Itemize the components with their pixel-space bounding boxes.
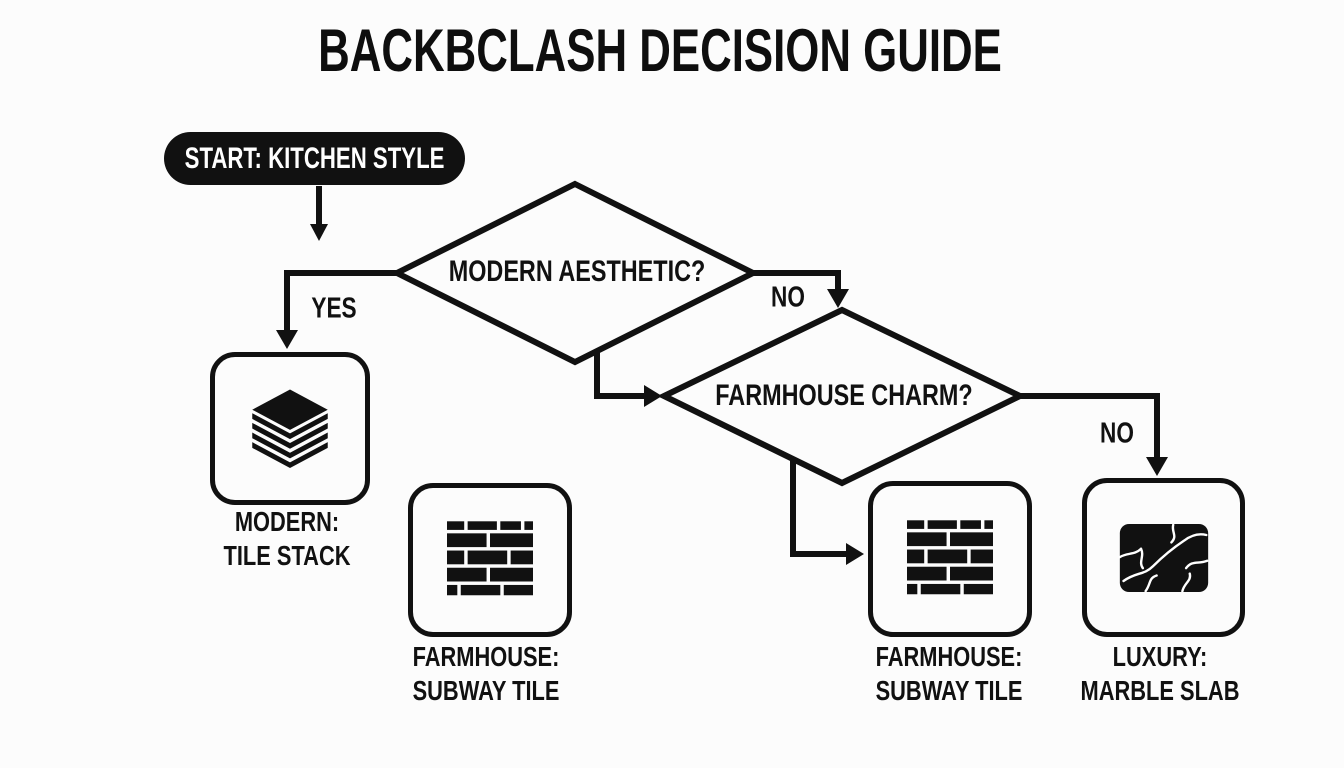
start-node: START: KITCHEN STYLE	[164, 132, 465, 185]
outcome-label-luxury: LUXURY: MARBLE SLAB	[1081, 640, 1240, 708]
start-node-label: START: KITCHEN STYLE	[184, 141, 445, 175]
branch-label-no-farmhouse: NO	[1100, 417, 1134, 450]
outcome-label-farmhouse-right: FARMHOUSE: SUBWAY TILE	[876, 640, 1023, 708]
outcome-label-modern-line2: TILE STACK	[223, 540, 351, 571]
subway-tile-icon	[907, 520, 993, 595]
outcome-label-modern-line1: MODERN:	[234, 506, 340, 537]
outcome-label-farmhouse-right-line1: FARMHOUSE:	[875, 641, 1023, 672]
outcome-box-modern-tile-stack	[210, 352, 370, 505]
outcome-box-farmhouse-subway-right	[868, 481, 1032, 637]
arrowhead-start	[310, 224, 328, 241]
connector-no-to-farmhouse	[753, 270, 841, 291]
arrowhead-modern-box	[276, 330, 298, 349]
connector-yes-to-modern	[284, 270, 398, 332]
outcome-box-farmhouse-subway-left	[408, 483, 572, 637]
decision-diamond-farmhouse	[657, 306, 1027, 487]
subway-tile-icon	[447, 521, 533, 596]
branch-label-yes: YES	[311, 292, 357, 325]
arrowhead-farmhouse-top	[827, 289, 849, 308]
diagram-title: BACKBCLASH DECISION GUIDE	[318, 17, 1002, 84]
marble-slab-icon	[1118, 523, 1208, 592]
arrowhead-subway-box	[846, 543, 864, 565]
tile-stack-icon	[252, 389, 328, 468]
outcome-label-luxury-line2: MARBLE SLAB	[1080, 675, 1240, 706]
decision-diamond-modern	[390, 180, 760, 366]
decision-label-farmhouse-charm: FARMHOUSE CHARM?	[715, 379, 973, 412]
outcome-label-farmhouse-right-line2: SUBWAY TILE	[875, 675, 1023, 706]
connector-farmhouse-to-subway	[790, 459, 848, 557]
decision-label-modern-aesthetic: MODERN AESTHETIC?	[448, 255, 706, 288]
outcome-label-modern: MODERN: TILE STACK	[224, 505, 351, 573]
connector-bottom-to-farmhouse	[594, 351, 646, 399]
outcome-box-luxury-marble	[1082, 478, 1245, 637]
outcome-label-farmhouse-left-line2: SUBWAY TILE	[412, 675, 560, 706]
branch-label-no-modern: NO	[771, 281, 805, 314]
arrowhead-luxury-box	[1146, 457, 1168, 476]
connector-no-to-luxury	[1020, 393, 1160, 459]
outcome-label-farmhouse-left-line1: FARMHOUSE:	[412, 641, 560, 672]
outcome-label-luxury-line1: LUXURY:	[1112, 641, 1208, 672]
outcome-label-farmhouse-left: FARMHOUSE: SUBWAY TILE	[413, 640, 560, 708]
arrowhead-farmhouse-left	[644, 385, 662, 407]
